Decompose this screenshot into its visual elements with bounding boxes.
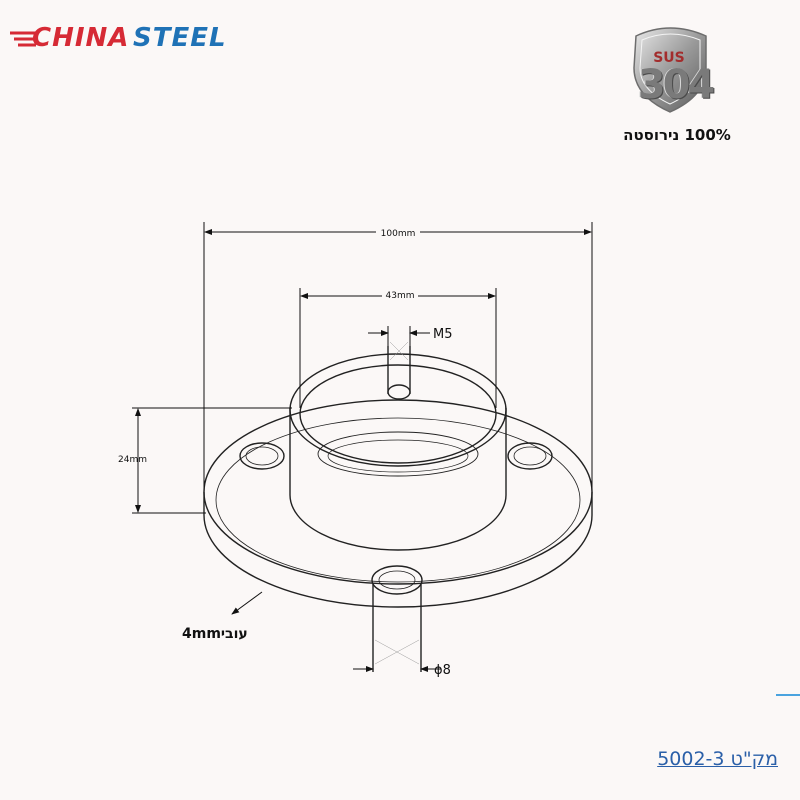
dim-height: 24mm <box>118 455 147 465</box>
sus304-badge: SUS 304 <box>626 22 722 114</box>
dim-tube-diameter: 43mm <box>386 291 415 301</box>
brand-word-steel: STEEL <box>133 23 227 53</box>
badge-series: SUS <box>653 50 685 66</box>
badge-grade: 304 <box>637 62 716 108</box>
sku-link[interactable]: מק"ט 5002-3 <box>657 748 778 770</box>
flange-outline <box>203 341 593 672</box>
brand-logo: CHINA STEEL <box>10 18 226 58</box>
accent-divider <box>776 694 800 696</box>
brand-name: CHINA STEEL <box>32 18 227 58</box>
shield-icon <box>633 27 707 113</box>
dimension-lines <box>132 222 593 672</box>
dim-hole-diameter: ϕ8 <box>434 663 451 678</box>
speed-lines-icon <box>10 31 36 47</box>
dim-set-screw: M5 <box>433 327 453 342</box>
material-note: 100% נירוסטה <box>623 126 731 144</box>
dim-outer-diameter: 100mm <box>381 229 416 239</box>
dim-thickness: 4mmעובי <box>182 626 248 642</box>
brand-word-china: CHINA <box>32 23 130 53</box>
